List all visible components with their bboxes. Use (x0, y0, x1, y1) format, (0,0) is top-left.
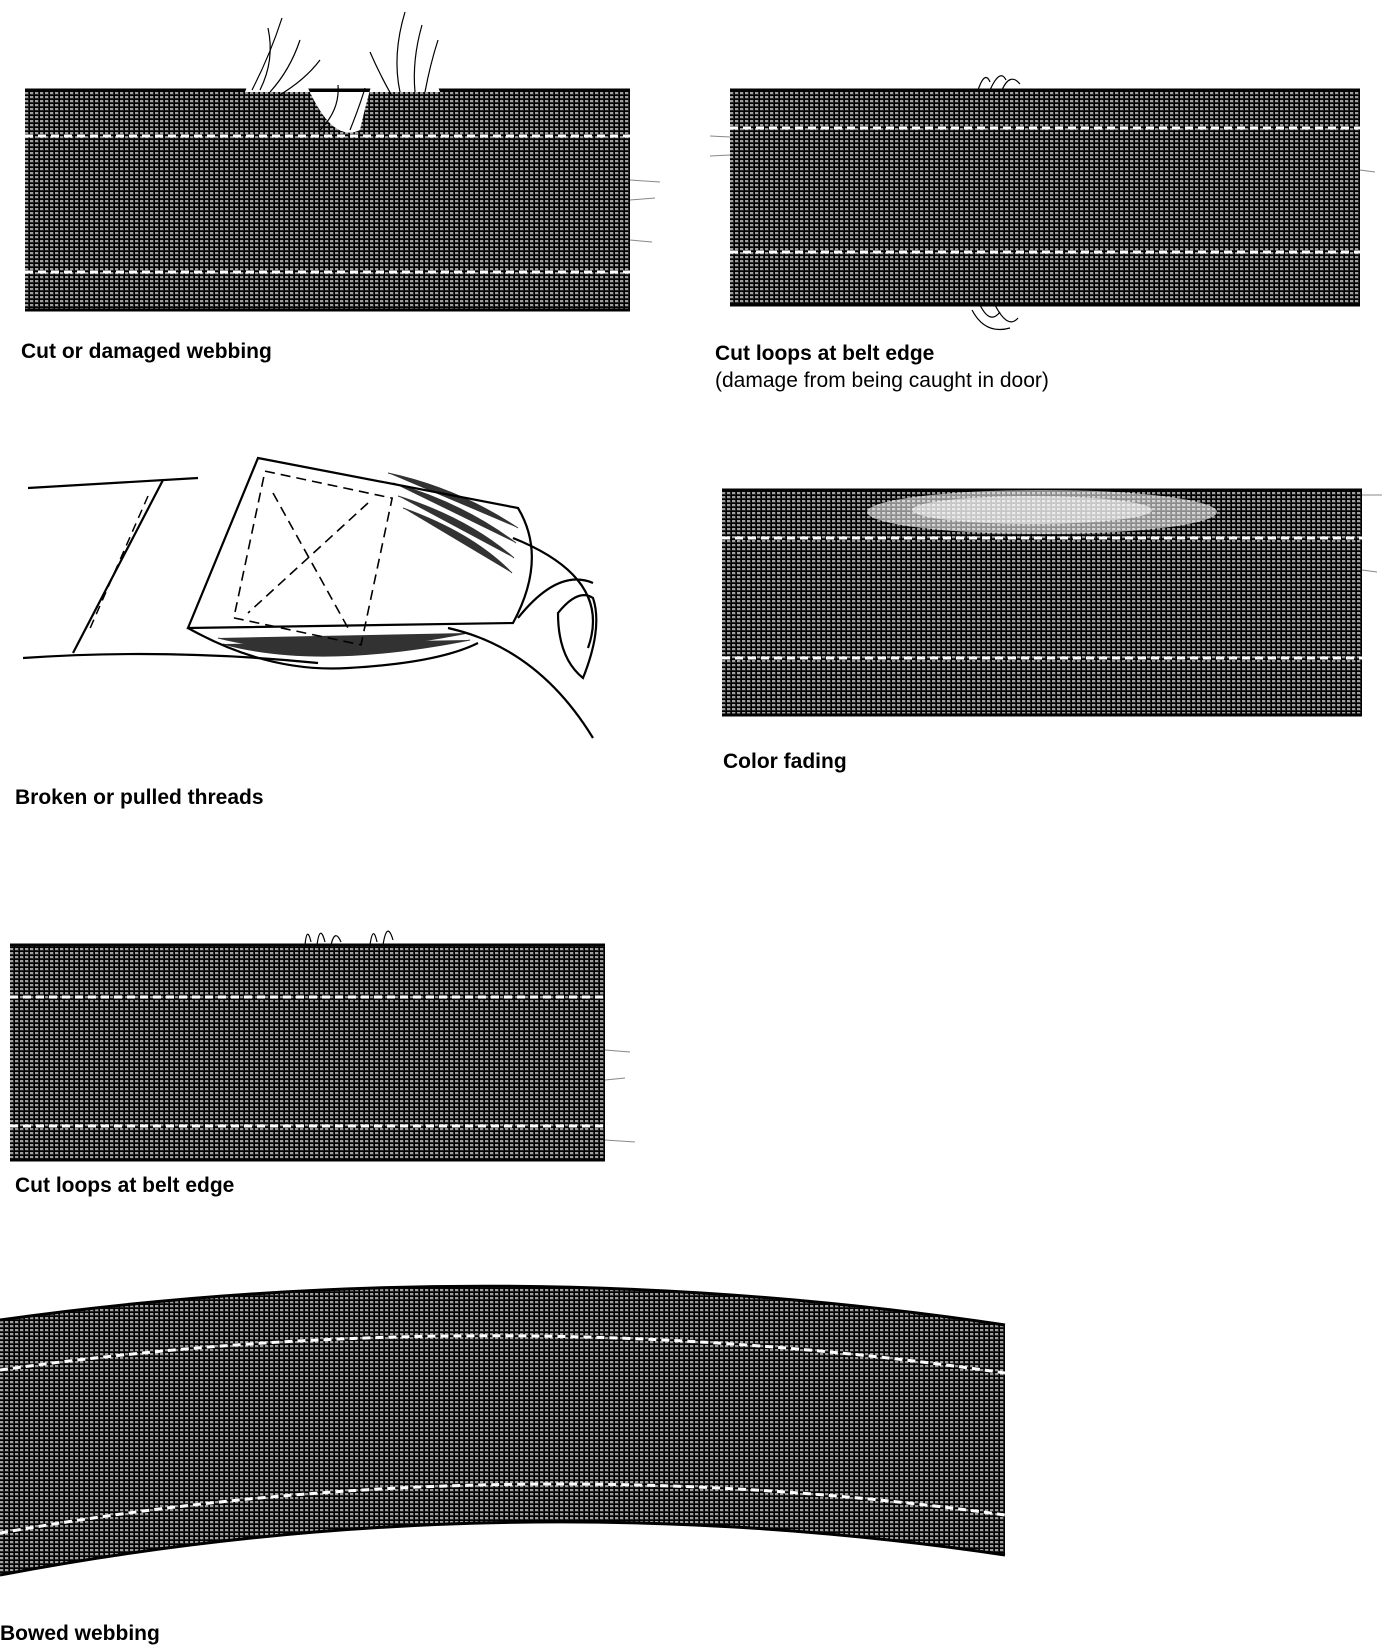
webbing-faded-icon (722, 488, 1382, 717)
caption-cut-loops: Cut loops at belt edge (15, 1174, 235, 1197)
caption-bowed: Bowed webbing (0, 1622, 160, 1645)
belt-buckle-stitching-icon (22, 456, 598, 739)
caption-subtitle: (damage from being caught in door) (715, 369, 1049, 393)
caption-title: Cut loops at belt edge (715, 342, 935, 365)
webbing-cut-icon (25, 11, 660, 312)
webbing-loops-icon (10, 930, 635, 1162)
webbing-frayed-edge-icon (710, 75, 1375, 331)
caption-cut-loops-door: Cut loops at belt edge (damage from bein… (715, 340, 1049, 395)
caption-color-fading: Color fading (723, 750, 847, 773)
caption-cut-damaged: Cut or damaged webbing (21, 340, 272, 363)
webbing-bowed-icon (0, 1284, 1006, 1577)
caption-broken-threads: Broken or pulled threads (15, 786, 264, 809)
